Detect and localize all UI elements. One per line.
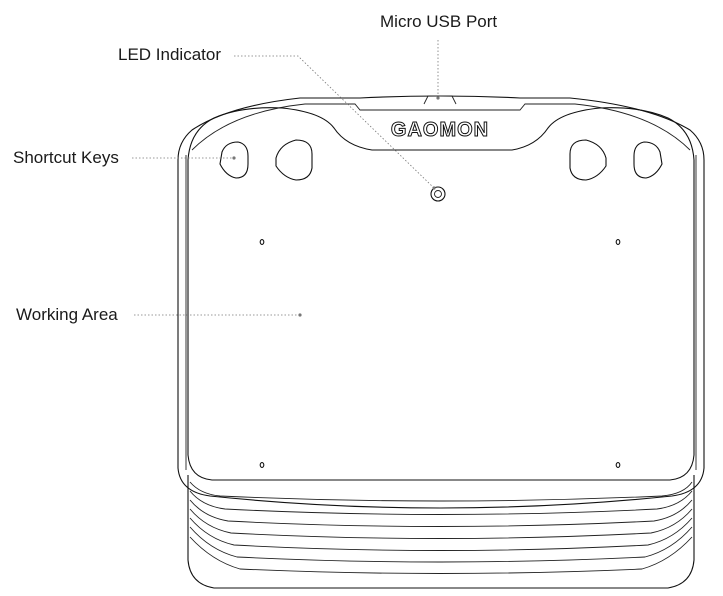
working-area-corner-marks <box>259 239 621 468</box>
shortcut-key-4[interactable] <box>633 141 663 179</box>
working-area-label: Working Area <box>16 305 118 324</box>
tablet-bottom-edge <box>187 475 695 589</box>
working-area-leader <box>134 313 302 317</box>
shortcut-key-2[interactable] <box>275 139 313 181</box>
working-area-surface <box>187 107 695 481</box>
micro-usb-port-label: Micro USB Port <box>380 12 498 31</box>
brand-logo: GAOMON <box>391 119 489 141</box>
shortcut-key-1[interactable] <box>219 141 249 179</box>
led-indicator-label: LED Indicator <box>118 45 221 64</box>
led-indicator-leader <box>234 55 436 190</box>
shortcut-key-3[interactable] <box>569 139 607 181</box>
shortcut-keys-leader <box>132 156 236 160</box>
tablet-outer-body <box>177 95 705 509</box>
shortcut-keys-label: Shortcut Keys <box>13 148 119 167</box>
led-indicator <box>430 186 446 202</box>
micro-usb-port-leader <box>436 40 440 100</box>
